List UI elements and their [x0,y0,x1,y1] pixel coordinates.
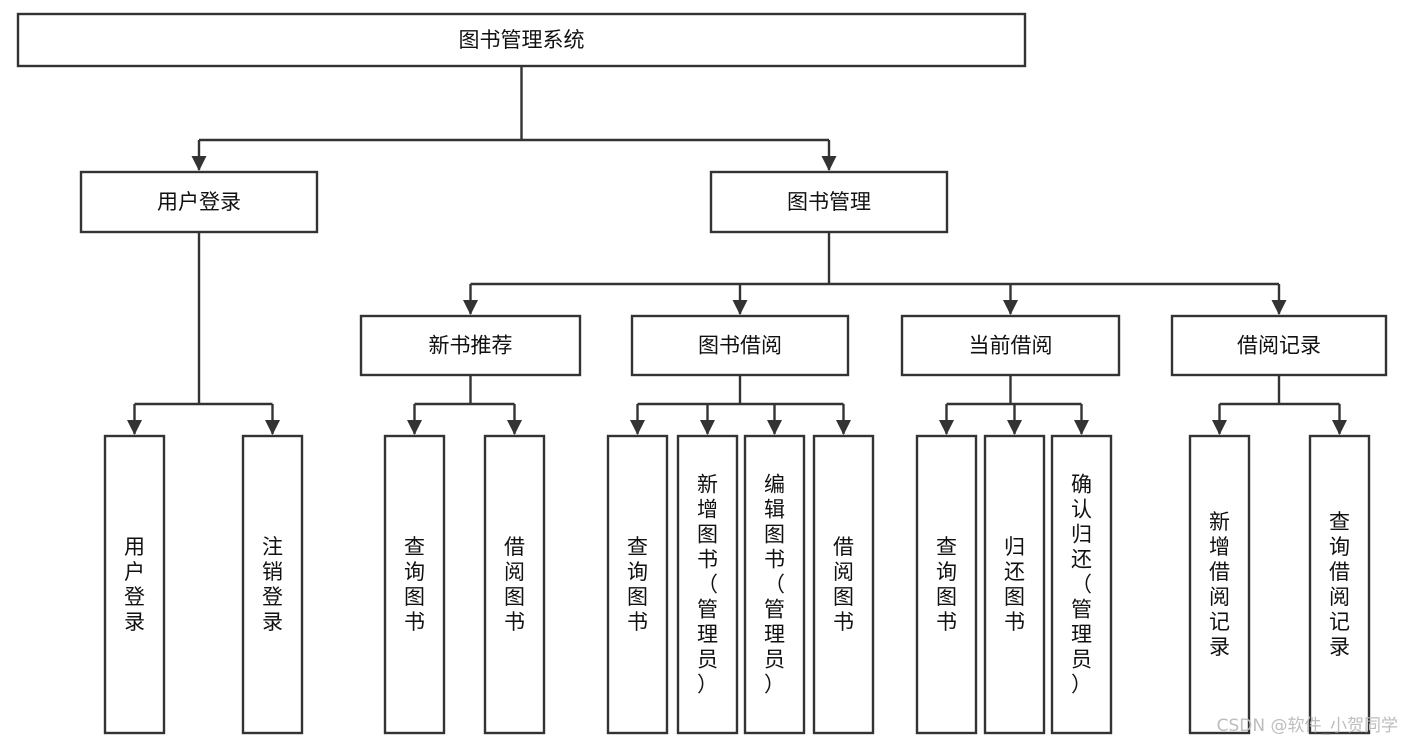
node-new-book-recommend[interactable]: 新书推荐 [359,314,582,377]
edge-group-1 [463,232,1287,315]
node-leaf-confirm-return-box[interactable] [1050,434,1113,735]
node-leaf-confirm-return[interactable]: 确认归还（管理员） [1050,434,1113,735]
arrow-head-icon [630,420,645,435]
arrow-head-icon [265,420,280,435]
edge-group-5 [939,375,1089,435]
arrow-head-icon [700,420,715,435]
node-root[interactable]: 图书管理系统 [16,12,1027,68]
node-current-borrow[interactable]: 当前借阅 [900,314,1121,377]
node-new-book-recommend-label: 新书推荐 [429,334,513,358]
arrow-head-icon [1007,420,1022,435]
node-leaf-query-book-rec-label: 查询图书 [404,535,425,634]
arrow-head-icon [836,420,851,435]
node-layer: 图书管理系统用户登录图书管理新书推荐图书借阅当前借阅借阅记录用户登录注销登录查询… [16,12,1388,735]
edge-group-2 [127,232,280,435]
node-leaf-user-login-label: 用户登录 [124,535,145,634]
node-leaf-add-record-box[interactable] [1188,434,1251,735]
node-leaf-add-record[interactable]: 新增借阅记录 [1188,434,1251,735]
node-book-management-label: 图书管理 [787,190,871,214]
node-current-borrow-label: 当前借阅 [969,334,1053,358]
node-leaf-query-book-borrow-label: 查询图书 [627,535,648,634]
node-leaf-query-record[interactable]: 查询借阅记录 [1308,434,1371,735]
node-leaf-add-record-label: 新增借阅记录 [1209,510,1230,659]
node-leaf-user-login[interactable]: 用户登录 [103,434,166,735]
arrow-head-icon [127,420,142,435]
node-borrow-record[interactable]: 借阅记录 [1170,314,1388,377]
arrow-head-icon [1212,420,1227,435]
node-leaf-borrow-book-label: 借阅图书 [833,535,854,634]
node-book-borrow-box[interactable] [630,314,850,377]
arrow-head-icon [1074,420,1089,435]
node-leaf-logout-box[interactable] [241,434,304,735]
node-leaf-edit-book[interactable]: 编辑图书（管理员） [743,434,806,735]
node-current-borrow-box[interactable] [900,314,1121,377]
node-user-login-label: 用户登录 [157,190,241,214]
edge-group-6 [1212,375,1347,435]
node-leaf-add-book[interactable]: 新增图书（管理员） [676,434,739,735]
node-root-box[interactable] [16,12,1027,68]
node-leaf-query-book-borrow-box[interactable] [606,434,669,735]
node-leaf-borrow-book-rec[interactable]: 借阅图书 [483,434,546,735]
node-leaf-query-record-label: 查询借阅记录 [1329,510,1350,659]
node-leaf-query-book-current-box[interactable] [915,434,978,735]
node-leaf-query-book-borrow[interactable]: 查询图书 [606,434,669,735]
node-leaf-return-book[interactable]: 归还图书 [983,434,1046,735]
node-book-management[interactable]: 图书管理 [709,170,949,234]
node-new-book-recommend-box[interactable] [359,314,582,377]
node-leaf-add-book-label: 新增图书（管理员） [697,473,718,697]
node-leaf-edit-book-box[interactable] [743,434,806,735]
connector-layer [127,66,1347,435]
arrow-head-icon [821,156,837,171]
node-user-login-box[interactable] [79,170,319,234]
arrow-head-icon [191,156,207,171]
node-leaf-return-book-label: 归还图书 [1004,535,1025,634]
node-leaf-confirm-return-label: 确认归还（管理员） [1071,473,1092,697]
node-book-management-box[interactable] [709,170,949,234]
node-leaf-query-book-current[interactable]: 查询图书 [915,434,978,735]
node-leaf-query-book-current-label: 查询图书 [936,535,957,634]
node-root-label: 图书管理系统 [459,28,585,52]
node-leaf-add-book-box[interactable] [676,434,739,735]
node-borrow-record-label: 借阅记录 [1237,334,1321,358]
node-leaf-logout[interactable]: 注销登录 [241,434,304,735]
arrow-head-icon [407,420,422,435]
arrow-head-icon [1332,420,1347,435]
arrow-head-icon [939,420,954,435]
node-leaf-borrow-book-rec-box[interactable] [483,434,546,735]
arrow-head-icon [767,420,782,435]
arrow-head-icon [463,300,478,315]
node-book-borrow-label: 图书借阅 [698,334,782,358]
arrow-head-icon [1003,300,1018,315]
node-leaf-borrow-book-rec-label: 借阅图书 [504,535,525,634]
node-leaf-query-record-box[interactable] [1308,434,1371,735]
node-leaf-query-book-rec[interactable]: 查询图书 [383,434,446,735]
node-leaf-user-login-box[interactable] [103,434,166,735]
arrow-head-icon [1271,300,1287,315]
node-leaf-edit-book-label: 编辑图书（管理员） [764,473,785,697]
csdn-watermark: CSDN @软件_小贺同学 [1217,716,1398,736]
arrow-head-icon [507,420,522,435]
node-book-borrow[interactable]: 图书借阅 [630,314,850,377]
node-leaf-query-book-rec-box[interactable] [383,434,446,735]
edge-group-0 [191,66,837,171]
edge-group-4 [630,375,851,435]
node-leaf-return-book-box[interactable] [983,434,1046,735]
node-user-login[interactable]: 用户登录 [79,170,319,234]
node-leaf-borrow-book[interactable]: 借阅图书 [812,434,875,735]
node-leaf-borrow-book-box[interactable] [812,434,875,735]
edge-group-3 [407,375,522,435]
node-borrow-record-box[interactable] [1170,314,1388,377]
arrow-head-icon [732,300,748,315]
node-leaf-logout-label: 注销登录 [262,535,283,634]
